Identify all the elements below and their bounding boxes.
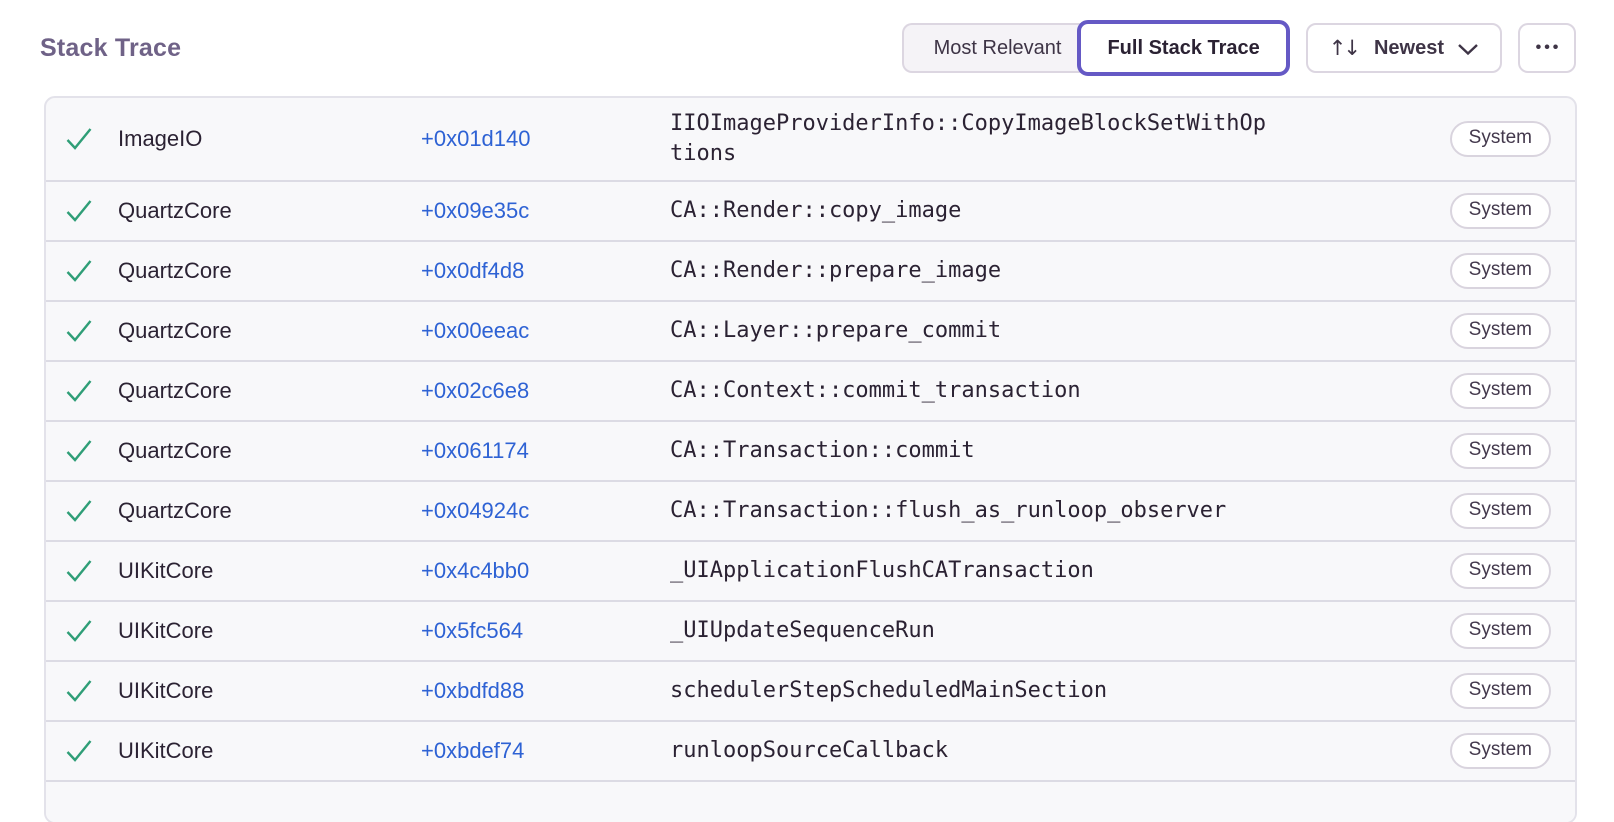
frame-function: schedulerStepScheduledMainSection xyxy=(670,678,1108,703)
frame-system-badge: System xyxy=(1449,193,1551,229)
in-app-check-icon xyxy=(64,558,94,584)
stack-frame-row[interactable]: UIKitCore +0xbdef74 runloopSourceCallbac… xyxy=(46,722,1575,782)
frame-system-badge: System xyxy=(1449,493,1551,529)
frame-address-link[interactable]: +0x04924c xyxy=(421,498,530,523)
stack-frame-row[interactable]: UIKitCore +0x4c4bb0 _UIApplicationFlushC… xyxy=(46,542,1575,602)
frame-function: _UIApplicationFlushCATransaction xyxy=(670,558,1094,583)
frame-system-badge: System xyxy=(1449,553,1551,589)
stack-frame-row[interactable]: QuartzCore +0x04924c CA::Transaction::fl… xyxy=(46,482,1575,542)
frame-address-link[interactable]: +0x02c6e8 xyxy=(421,378,530,403)
stack-trace-table: ImageIO +0x01d140 IIOImageProviderInfo::… xyxy=(44,96,1577,822)
stack-frame-row[interactable]: QuartzCore +0x0df4d8 CA::Render::prepare… xyxy=(46,242,1575,302)
frame-module: QuartzCore xyxy=(118,438,232,463)
in-app-check-icon xyxy=(64,498,94,524)
frame-module: UIKitCore xyxy=(118,558,214,583)
stack-frame-row[interactable]: QuartzCore +0x09e35c CA::Render::copy_im… xyxy=(46,182,1575,242)
frame-address-link[interactable]: +0x09e35c xyxy=(421,198,530,223)
frame-system-badge: System xyxy=(1449,733,1551,769)
in-app-check-icon xyxy=(64,378,94,404)
frame-function: runloopSourceCallback xyxy=(670,738,949,763)
full-stack-trace-button[interactable]: Full Stack Trace xyxy=(1077,20,1290,76)
clipped-next-row xyxy=(46,782,1575,822)
frame-address-link[interactable]: +0x5fc564 xyxy=(421,618,524,643)
in-app-check-icon xyxy=(64,438,94,464)
frame-function: _UIUpdateSequenceRun xyxy=(670,618,935,643)
in-app-check-icon xyxy=(64,738,94,764)
frame-address-link[interactable]: +0x061174 xyxy=(421,438,529,463)
frame-function: CA::Transaction::commit xyxy=(670,438,975,463)
ellipsis-icon: ••• xyxy=(1535,39,1562,56)
frame-system-badge: System xyxy=(1449,313,1551,349)
sort-label: Newest xyxy=(1373,36,1444,59)
frame-system-badge: System xyxy=(1449,613,1551,649)
frame-function: CA::Context::commit_transaction xyxy=(670,378,1081,403)
view-toggle: Most Relevant Full Stack Trace xyxy=(901,20,1290,76)
stack-trace-header: Stack Trace Most Relevant Full Stack Tra… xyxy=(0,0,1614,96)
frame-address-link[interactable]: +0x4c4bb0 xyxy=(421,558,530,583)
frame-function: CA::Render::prepare_image xyxy=(670,258,1002,283)
frame-address-link[interactable]: +0xbdfd88 xyxy=(421,678,525,703)
frame-module: UIKitCore xyxy=(118,618,214,643)
stack-frame-row[interactable]: ImageIO +0x01d140 IIOImageProviderInfo::… xyxy=(46,98,1575,182)
sort-arrows-icon: ↑↓ xyxy=(1328,36,1361,60)
frame-address-link[interactable]: +0xbdef74 xyxy=(421,738,525,763)
in-app-check-icon xyxy=(64,618,94,644)
most-relevant-button[interactable]: Most Relevant xyxy=(901,23,1092,73)
frame-system-badge: System xyxy=(1449,121,1551,157)
stack-frame-row[interactable]: UIKitCore +0x5fc564 _UIUpdateSequenceRun… xyxy=(46,602,1575,662)
stack-frame-row[interactable]: UIKitCore +0xbdfd88 schedulerStepSchedul… xyxy=(46,662,1575,722)
chevron-down-icon xyxy=(1457,41,1479,56)
frame-address-link[interactable]: +0x01d140 xyxy=(421,126,531,151)
stack-frame-row[interactable]: QuartzCore +0x02c6e8 CA::Context::commit… xyxy=(46,362,1575,422)
frame-system-badge: System xyxy=(1449,253,1551,289)
frame-module: QuartzCore xyxy=(118,498,232,523)
frame-module: UIKitCore xyxy=(118,678,214,703)
frame-module: ImageIO xyxy=(118,126,203,151)
frame-system-badge: System xyxy=(1449,373,1551,409)
page-title: Stack Trace xyxy=(40,33,182,62)
frame-system-badge: System xyxy=(1449,433,1551,469)
frame-module: QuartzCore xyxy=(118,258,232,283)
frame-address-link[interactable]: +0x00eeac xyxy=(421,318,530,343)
toolbar: Most Relevant Full Stack Trace ↑↓ Newest… xyxy=(901,20,1576,76)
in-app-check-icon xyxy=(64,258,94,284)
frame-function: IIOImageProviderInfo::CopyImageBlockSetW… xyxy=(670,111,1267,166)
in-app-check-icon xyxy=(64,198,94,224)
frame-function: CA::Render::copy_image xyxy=(670,198,962,223)
frame-module: QuartzCore xyxy=(118,198,232,223)
frame-module: QuartzCore xyxy=(118,318,232,343)
stack-frame-row[interactable]: QuartzCore +0x00eeac CA::Layer::prepare_… xyxy=(46,302,1575,362)
stack-frame-row[interactable]: QuartzCore +0x061174 CA::Transaction::co… xyxy=(46,422,1575,482)
frame-module: UIKitCore xyxy=(118,738,214,763)
in-app-check-icon xyxy=(64,678,94,704)
sort-newest-button[interactable]: ↑↓ Newest xyxy=(1305,23,1502,73)
in-app-check-icon xyxy=(64,126,94,152)
in-app-check-icon xyxy=(64,318,94,344)
more-options-button[interactable]: ••• xyxy=(1518,23,1576,73)
frame-module: QuartzCore xyxy=(118,378,232,403)
frame-function: CA::Transaction::flush_as_runloop_observ… xyxy=(670,498,1227,523)
frame-address-link[interactable]: +0x0df4d8 xyxy=(421,258,525,283)
frame-function: CA::Layer::prepare_commit xyxy=(670,318,1002,343)
frame-system-badge: System xyxy=(1449,673,1551,709)
